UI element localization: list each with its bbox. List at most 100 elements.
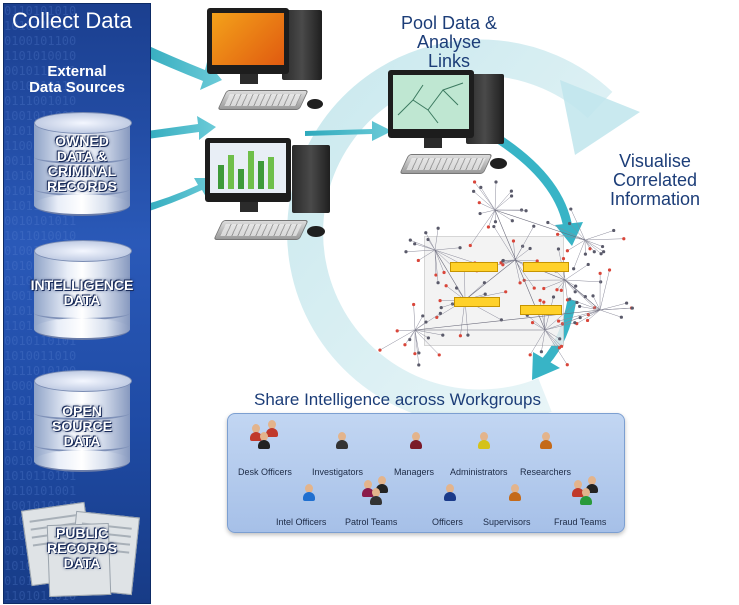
- network-node: [501, 259, 505, 263]
- network-node: [532, 224, 536, 228]
- external-sources-heading: External Data Sources: [4, 64, 150, 96]
- source-arrows: [135, 42, 392, 214]
- network-node: [442, 270, 446, 275]
- public-records-label: PUBLIC RECORDS DATA: [46, 525, 117, 571]
- network-node: [511, 239, 516, 243]
- network-node: [542, 286, 546, 291]
- network-node: [412, 302, 416, 307]
- network-node: [444, 284, 448, 288]
- workgroup-label: Desk Officers: [238, 467, 292, 477]
- network-node: [578, 304, 582, 309]
- entity-tag: [450, 262, 498, 272]
- owned-data-database: OWNED DATA & CRIMINAL RECORDS: [34, 112, 132, 216]
- network-node: [395, 329, 399, 333]
- workgroup-label: Investigators: [312, 467, 364, 477]
- network-node: [519, 208, 524, 212]
- network-node: [479, 185, 483, 189]
- network-node: [424, 231, 428, 235]
- network-node: [437, 353, 441, 357]
- network-node: [592, 250, 596, 254]
- network-node: [509, 189, 514, 193]
- monitor-icon: [207, 8, 289, 74]
- open-source-database: OPEN SOURCE DATA: [34, 370, 132, 472]
- entity-tag: [520, 305, 562, 315]
- link-graph-screen: [397, 82, 464, 124]
- external-sources-line2: Data Sources: [29, 79, 125, 96]
- network-node: [555, 288, 559, 292]
- network-node: [528, 246, 532, 251]
- share-intelligence-heading: Share Intelligence across Workgroups: [254, 390, 541, 409]
- network-node: [438, 311, 443, 315]
- network-node: [573, 321, 577, 325]
- network-node: [424, 320, 428, 324]
- database-icon: [34, 240, 132, 262]
- network-node: [588, 247, 592, 251]
- network-node: [417, 363, 421, 367]
- network-node: [532, 286, 536, 290]
- network-node: [568, 297, 572, 301]
- network-node: [585, 318, 590, 323]
- network-node: [551, 295, 556, 299]
- network-node: [559, 288, 563, 292]
- network-node: [466, 333, 470, 337]
- network-node: [599, 280, 603, 284]
- pool-data-heading: Pool Data & Analyse Links: [400, 13, 498, 71]
- cycle-arrowhead: [560, 80, 640, 155]
- network-node: [528, 353, 532, 357]
- network-node: [572, 267, 576, 271]
- bar-chart-screen: [218, 151, 274, 189]
- network-node: [472, 189, 476, 193]
- network-node: [565, 363, 569, 367]
- network-node: [458, 334, 463, 338]
- network-node: [539, 350, 544, 354]
- workgroup-label: Intel Officers: [276, 517, 327, 527]
- network-node: [413, 242, 417, 246]
- network-node: [417, 351, 421, 355]
- network-node: [578, 315, 582, 320]
- network-node: [524, 209, 528, 213]
- network-node: [486, 225, 490, 229]
- network-node: [434, 273, 438, 277]
- monitor-icon: [388, 70, 474, 138]
- network-node: [504, 290, 508, 294]
- network-node: [622, 237, 626, 241]
- network-node: [458, 246, 462, 250]
- network-node: [630, 306, 634, 310]
- network-node: [619, 315, 623, 319]
- database-icon: [34, 370, 132, 392]
- network-node: [378, 348, 382, 352]
- network-node: [625, 301, 629, 305]
- intelligence-data-label: INTELLIGENCE DATA: [30, 277, 134, 308]
- network-node: [492, 224, 496, 229]
- workgroup-label: Administrators: [450, 467, 508, 477]
- network-node: [583, 295, 587, 299]
- network-node: [586, 262, 590, 267]
- arrow-to-visualise: [497, 136, 573, 229]
- network-node: [413, 352, 417, 356]
- collect-data-panel: 0110101010 1010110011 0100101100 1101010…: [3, 3, 151, 604]
- workgroup-label: Supervisors: [483, 517, 531, 527]
- network-node: [494, 180, 498, 184]
- network-node: [556, 319, 561, 323]
- network-node: [583, 252, 588, 256]
- entity-tag: [523, 262, 569, 272]
- network-node: [567, 221, 572, 226]
- network-node: [404, 250, 408, 254]
- workgroup-label: Managers: [394, 467, 435, 477]
- network-node: [535, 259, 539, 263]
- network-node: [557, 346, 561, 350]
- network-node: [439, 305, 443, 310]
- network-node: [421, 314, 425, 318]
- network-node: [478, 211, 482, 216]
- network-node: [509, 194, 514, 198]
- network-node: [591, 294, 595, 298]
- network-node: [438, 299, 442, 303]
- network-node: [441, 333, 445, 337]
- network-node: [542, 300, 546, 304]
- workgroup-label: Researchers: [520, 467, 572, 477]
- network-node: [575, 300, 579, 305]
- network-node: [574, 284, 578, 288]
- workgroup-label: Patrol Teams: [345, 517, 398, 527]
- external-sources-line1: External: [47, 63, 107, 80]
- network-node: [530, 320, 535, 325]
